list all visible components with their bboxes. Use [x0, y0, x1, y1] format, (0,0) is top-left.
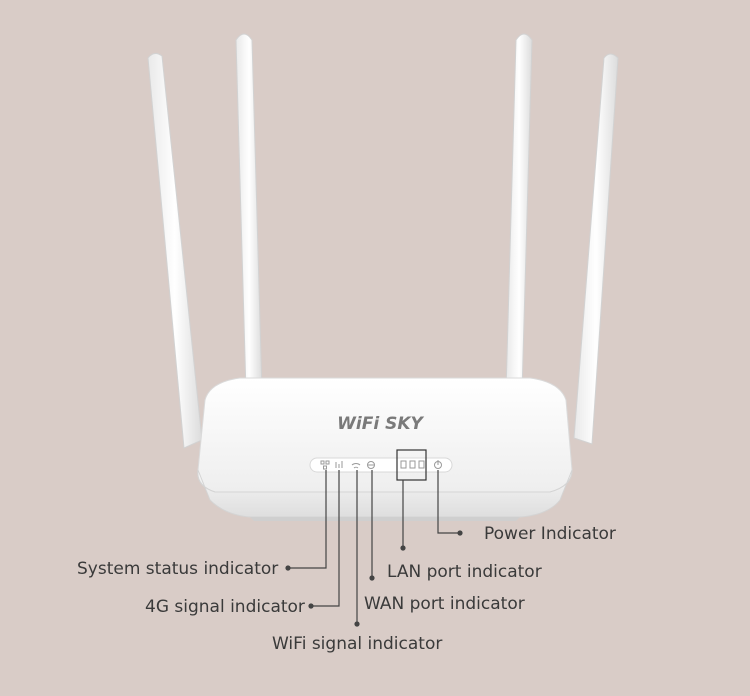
- lan-port-icon: [400, 460, 425, 469]
- system-status-label: System status indicator: [77, 559, 279, 579]
- signal-4g-label: 4G signal indicator: [145, 597, 305, 617]
- antenna-right: [573, 53, 619, 445]
- brand-logo: WiFi SKY: [337, 414, 424, 434]
- system-status-icon: [320, 460, 330, 470]
- power-icon: [434, 460, 442, 469]
- antenna-back-left: [235, 33, 263, 393]
- wifi-signal-icon: [351, 463, 361, 469]
- indicator-panel: [309, 449, 453, 481]
- power-label: Power Indicator: [484, 524, 616, 544]
- router-body: [197, 377, 573, 521]
- callout-lines: [288, 470, 460, 624]
- antenna-back-right: [505, 33, 533, 393]
- lan-port-label: LAN port indicator: [387, 562, 542, 582]
- wifi-signal-label: WiFi signal indicator: [272, 634, 443, 654]
- antenna-left: [147, 52, 203, 449]
- signal-4g-icon: [335, 461, 343, 468]
- callout-dots: [285, 530, 463, 627]
- wan-port-label: WAN port indicator: [364, 594, 525, 614]
- wan-port-icon: [367, 461, 375, 469]
